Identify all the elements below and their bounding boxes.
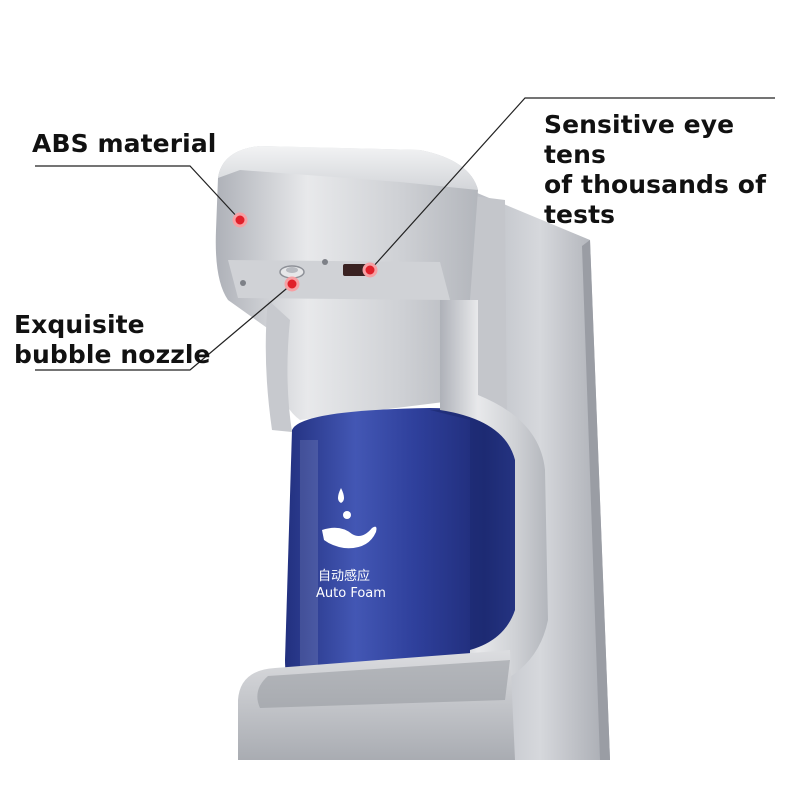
base-tray-inner xyxy=(257,660,510,708)
soap-tank xyxy=(285,408,520,690)
tank-shadow xyxy=(430,409,520,650)
abs-leader-line xyxy=(35,165,241,221)
screw-hole-right xyxy=(322,259,328,265)
abs-marker-dot xyxy=(232,212,248,228)
body-left-wrap xyxy=(265,300,292,432)
body-side-edge xyxy=(582,240,610,760)
sensor-marker-dot xyxy=(362,262,378,278)
screw-hole-left xyxy=(240,280,246,286)
head-top-surface xyxy=(218,146,478,190)
head-underside xyxy=(228,260,450,300)
callout-bubble-nozzle: Exquisite bubble nozzle xyxy=(14,310,211,369)
callout-sensor: Sensitive eye tens of thousands of tests xyxy=(544,110,767,229)
tank-print-english: Auto Foam xyxy=(316,586,386,601)
sensor-leader-line xyxy=(371,97,775,269)
tank-highlight xyxy=(300,440,318,680)
nozzle-tip xyxy=(286,267,298,273)
hand-with-drop-icon xyxy=(322,488,377,549)
nozzle-leader-line xyxy=(35,283,293,371)
tank-print-chinese: 自动感应 xyxy=(318,568,370,584)
nozzle-marker-dot xyxy=(284,276,300,292)
body-arm xyxy=(440,300,548,690)
callout-abs-material: ABS material xyxy=(32,129,217,158)
